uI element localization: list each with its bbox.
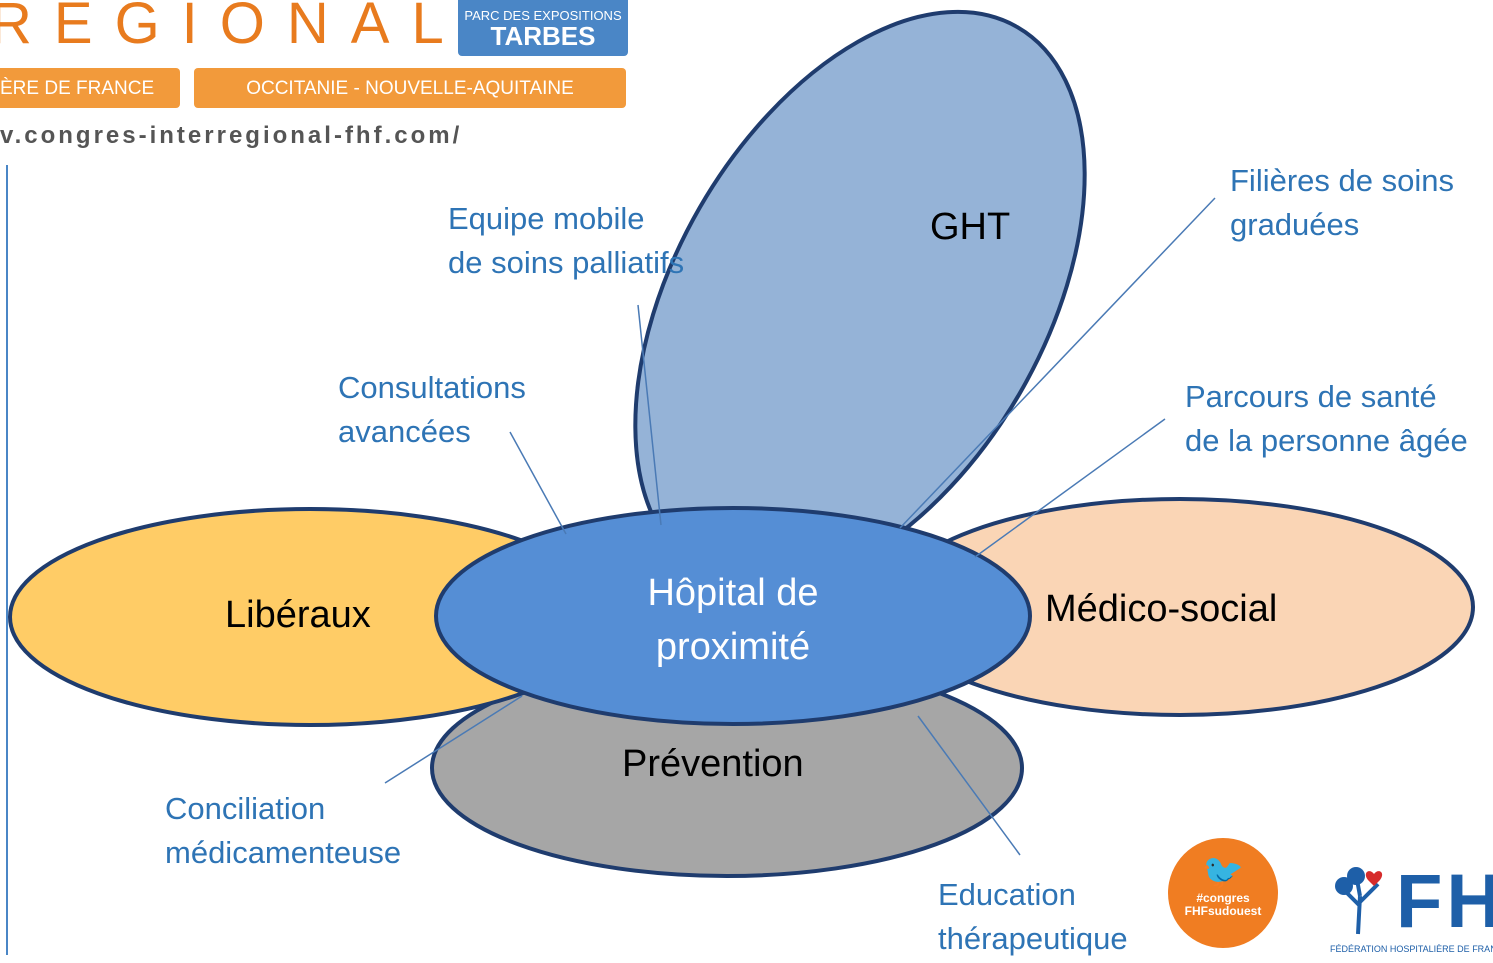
twitter-tag-line1: #congres: [1196, 891, 1250, 905]
equipe-connector: [637, 304, 662, 526]
concil-line2: médicamenteuse: [165, 835, 402, 870]
parcours-callout: Parcours de santé de la personne âgée: [1185, 375, 1468, 463]
liberaux-label: Libéraux: [225, 594, 371, 636]
parcours-connector: [974, 418, 1166, 558]
fhf-letters: FHF: [1396, 859, 1493, 944]
left-border-line: [6, 165, 8, 955]
filieres-line2: graduées: [1230, 207, 1360, 242]
educ-line1: Education: [938, 877, 1076, 912]
twitter-hashtag-badge[interactable]: 🐦 #congres FHFsudouest: [1168, 838, 1278, 948]
medico-social-label: Médico-social: [1045, 588, 1278, 630]
equipe-mobile-callout: Equipe mobile de soins palliatifs: [448, 197, 684, 285]
educ-line2: thérapeutique: [938, 921, 1128, 956]
educ-connector: [917, 715, 1021, 856]
concil-line1: Conciliation: [165, 791, 326, 826]
education-callout: Education thérapeutique: [938, 873, 1128, 961]
consult-line1: Consultations: [338, 370, 526, 405]
parcours-line1: Parcours de santé: [1185, 379, 1437, 414]
filieres-callout: Filières de soins graduées: [1230, 159, 1454, 247]
prevention-label: Prévention: [622, 743, 804, 785]
region-right-banner: OCCITANIE - NOUVELLE-AQUITAINE: [194, 68, 626, 108]
fhf-tree-icon: [1335, 867, 1383, 935]
conciliation-callout: Conciliation médicamenteuse: [165, 787, 401, 875]
twitter-tag-line2: FHFsudouest: [1184, 904, 1262, 918]
consultations-callout: Consultations avancées: [338, 366, 526, 454]
fhf-subtitle: FÉDÉRATION HOSPITALIÈRE DE FRANCE: [1330, 944, 1493, 954]
equipe-line2: de soins palliatifs: [448, 245, 685, 280]
consult-line2: avancées: [338, 414, 471, 449]
center-label: Hôpital de proximité: [583, 566, 883, 674]
venue-badge: PARC DES EXPOSITIONS TARBES: [458, 0, 628, 56]
venue-big-text: TARBES: [490, 21, 596, 51]
twitter-bird-icon: 🐦: [1201, 853, 1245, 891]
center-ellipse: [434, 506, 1032, 726]
region-left-banner: ÈRE DE FRANCE: [0, 68, 180, 108]
filieres-connector: [899, 197, 1216, 529]
center-label-line1: Hôpital de: [647, 572, 819, 614]
center-label-line2: proximité: [655, 626, 811, 668]
congress-url[interactable]: v.congres-interregional-fhf.com/: [0, 122, 463, 149]
consult-connector: [509, 431, 567, 535]
parcours-line2: de la personne âgée: [1185, 423, 1468, 458]
equipe-line1: Equipe mobile: [448, 201, 645, 236]
congress-title: RÉGIONAL: [0, 0, 466, 56]
venue-small-text: PARC DES EXPOSITIONS: [464, 8, 622, 23]
filieres-line1: Filières de soins: [1230, 163, 1454, 198]
ght-label: GHT: [930, 206, 1011, 248]
concil-connector: [384, 695, 523, 784]
